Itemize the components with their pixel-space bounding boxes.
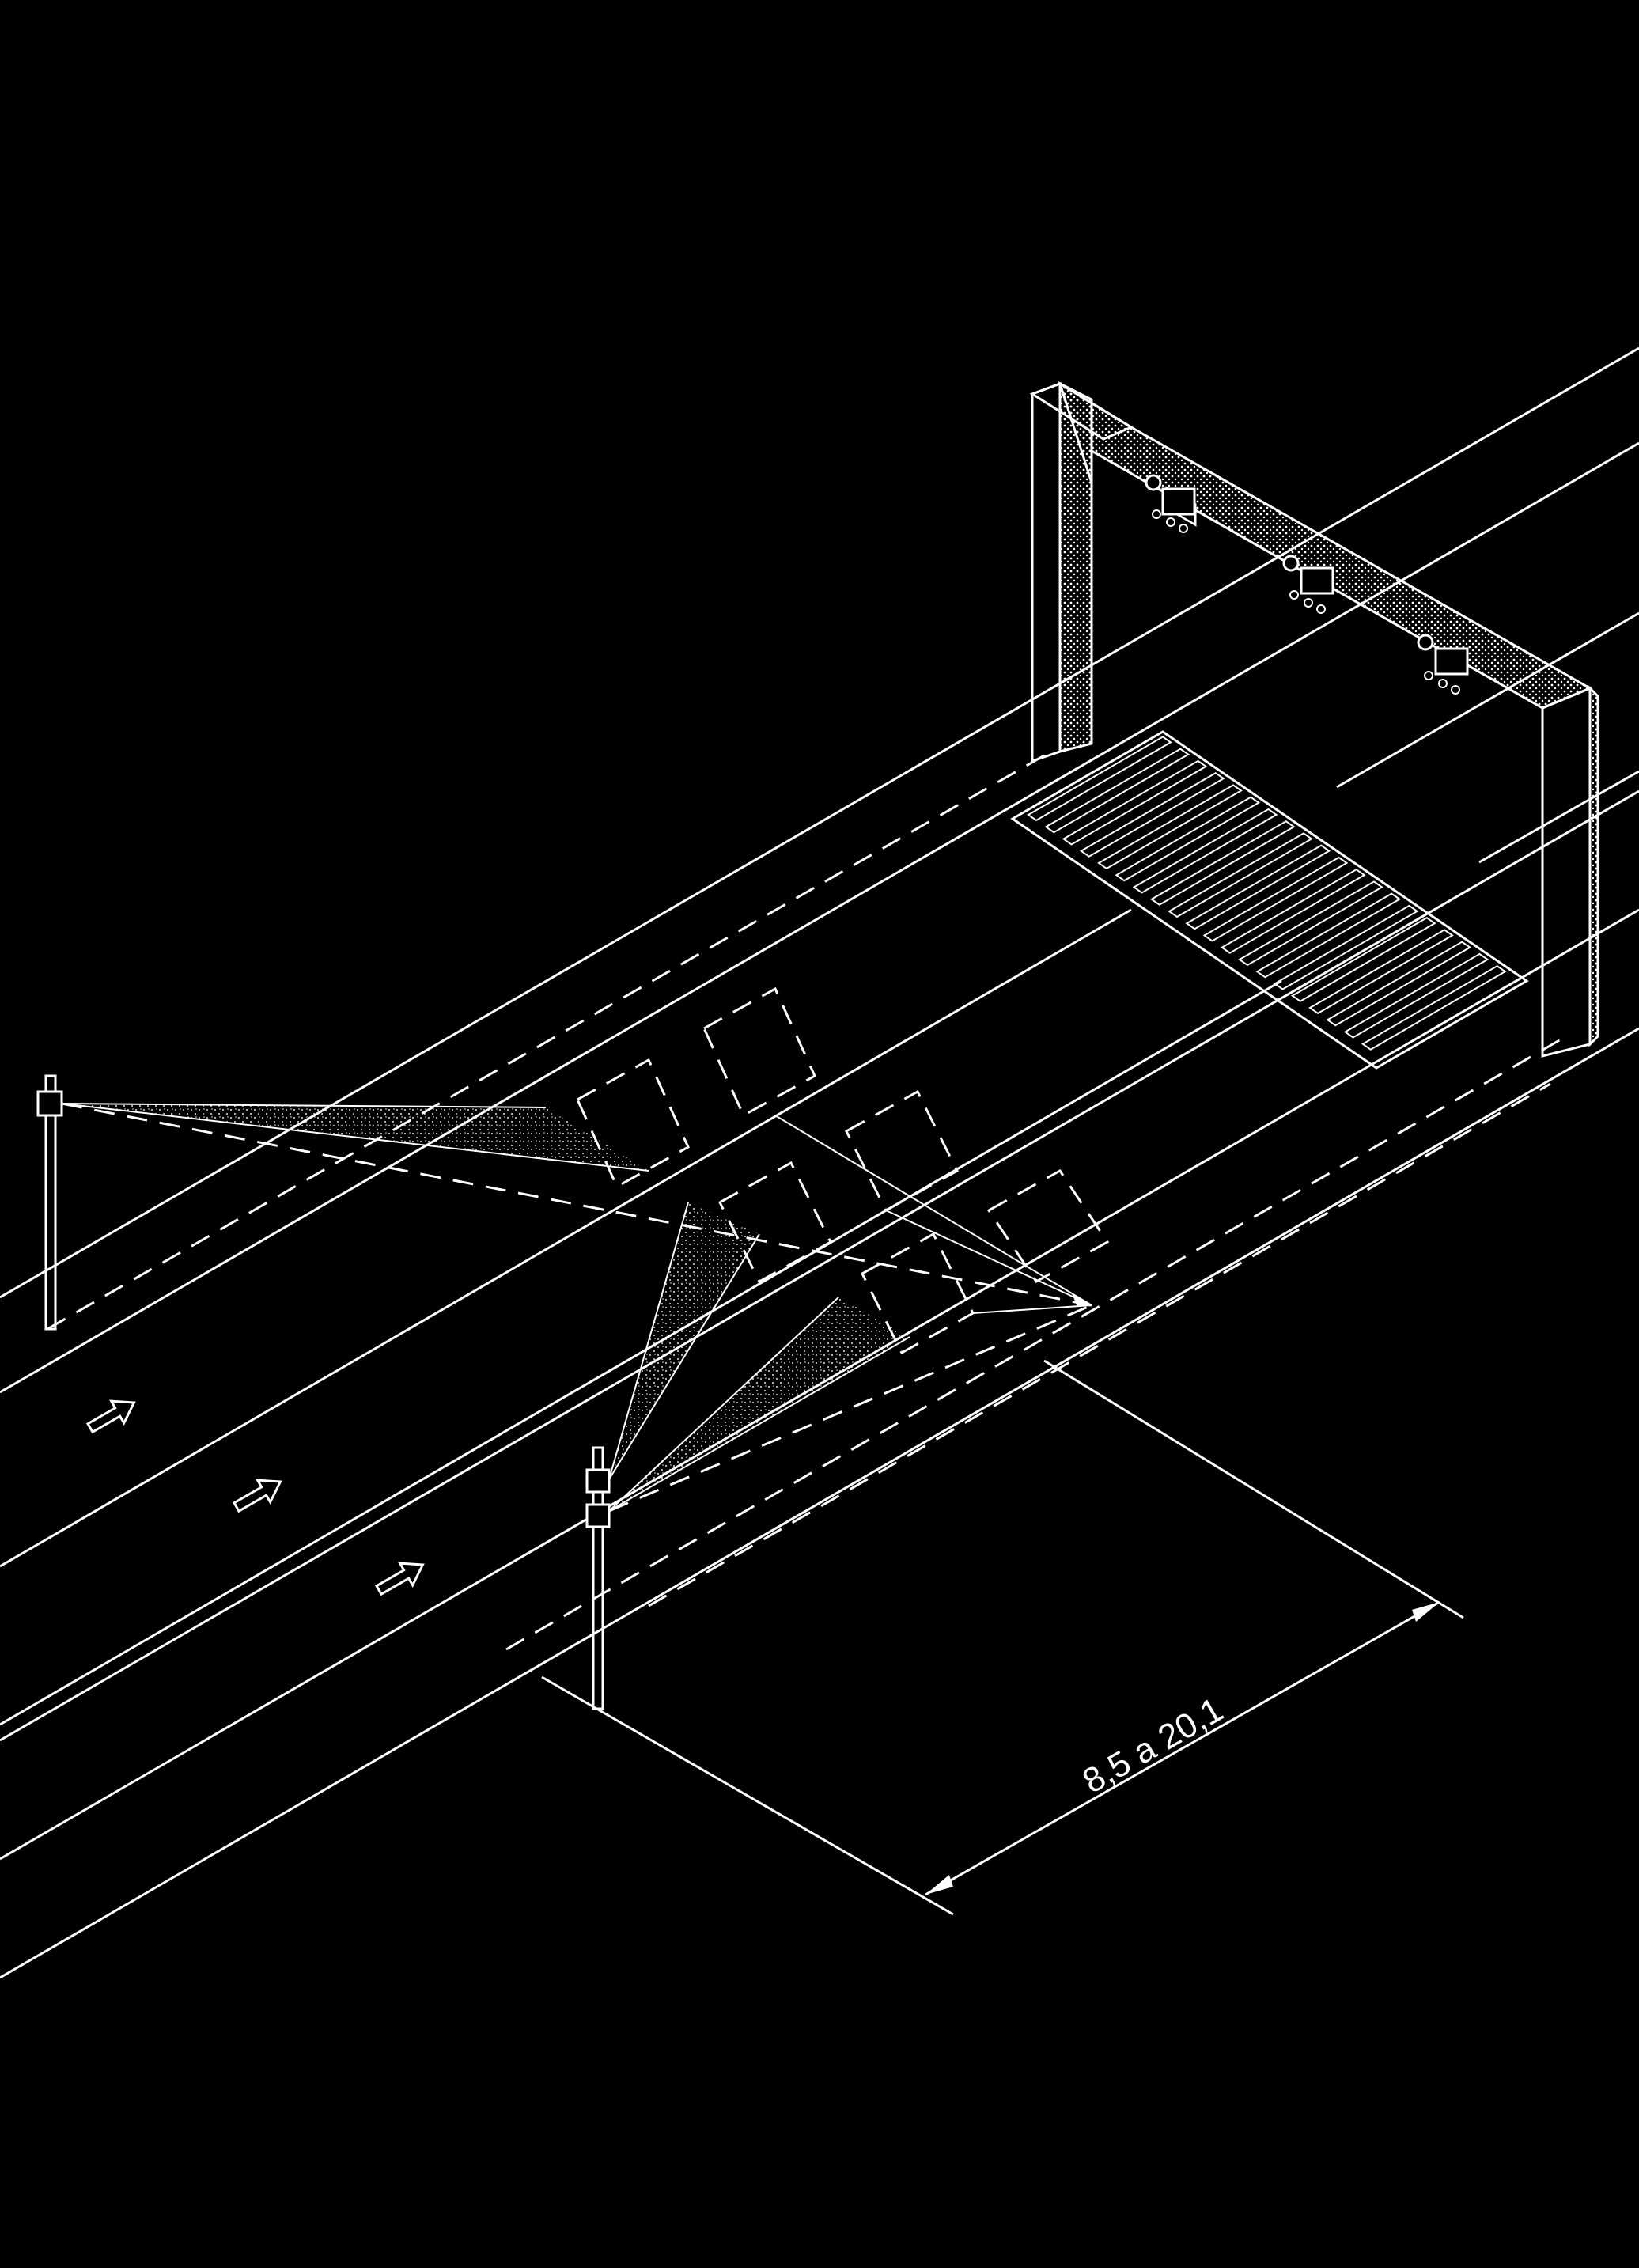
lane-divider-line (0, 908, 1132, 1568)
arrow-icon (232, 1479, 282, 1513)
weigh-grid (1010, 730, 1529, 1070)
loop-rect (986, 1169, 1110, 1283)
lane-divider-segment (1478, 770, 1639, 864)
weigh-grid-bar (1115, 796, 1261, 882)
dimension: 8,5 a 20,1 (541, 1359, 1464, 1916)
lane-divider-line (0, 979, 1282, 1726)
weigh-grid-bar (1290, 916, 1436, 1002)
gantry-top-left (1029, 382, 1134, 441)
gantry (1029, 381, 1599, 1058)
gantry-left-post-side (1058, 381, 1093, 753)
gantry-right-post-front (1541, 686, 1592, 1058)
road-loops (576, 986, 1110, 1355)
dimension-label: 8,5 a 20,1 (1077, 1690, 1230, 1800)
weigh-grid-bar (1326, 941, 1472, 1027)
lane-dividers (0, 611, 1639, 1726)
weigh-grid-bar (1238, 880, 1383, 967)
road-edge-line (0, 346, 1639, 1299)
equipment-unit-3 (1417, 634, 1469, 695)
sensor-box (585, 1503, 611, 1528)
weigh-grid-bar (1308, 929, 1454, 1015)
sensor-box (585, 1468, 611, 1494)
weigh-grid-bar (1361, 964, 1507, 1051)
dimension-arrowhead (1412, 1602, 1440, 1622)
loop-rect (845, 1089, 959, 1213)
sensor-beam (609, 1202, 759, 1479)
road-edge-line (0, 789, 1639, 1742)
weigh-grid-bar (1168, 832, 1313, 918)
weigh-grid-bar (1044, 748, 1190, 834)
weigh-grid-bar (1255, 892, 1402, 979)
sensor-beam (609, 1297, 910, 1511)
weigh-grid-bar (1273, 904, 1419, 990)
equipment-unit-2 (1282, 555, 1334, 614)
dashed-shoulder-lines (47, 754, 1567, 1651)
loop-rect (576, 1058, 690, 1189)
direction-arrows (85, 1399, 425, 1596)
gantry-beam (1058, 381, 1593, 710)
equipment-unit-1 (1145, 474, 1196, 533)
arrow-icon (374, 1562, 425, 1596)
weigh-grid-bar (1343, 952, 1489, 1039)
lane-divider-segment (1336, 611, 1639, 789)
weigh-grid-bar (1185, 844, 1331, 930)
road-edge-line (0, 1027, 1639, 1979)
dimension-arrowhead (925, 1875, 953, 1895)
dashed-line (505, 1035, 1567, 1651)
extension-line (541, 1675, 954, 1916)
sensor-pole-left (36, 1074, 1092, 1331)
pole (44, 1074, 57, 1331)
gantry-left-post-front (1031, 381, 1062, 763)
arrow-icon (85, 1399, 136, 1434)
weigh-grid-bar (1132, 808, 1278, 894)
weigh-grid-bar (1027, 736, 1172, 822)
sensor-pole-right (585, 1202, 1092, 1710)
weigh-grid-bar (1097, 784, 1243, 870)
weigh-grid-bar (1079, 771, 1225, 858)
dimension-line (925, 1600, 1440, 1896)
weigh-grid-outline (1010, 730, 1529, 1070)
weigh-grid-bar (1062, 759, 1208, 846)
weigh-grid-bars (1027, 736, 1507, 1051)
convergence-lines (774, 1115, 1092, 1314)
sensor-box (36, 1090, 63, 1117)
weigh-grid-bar (1202, 856, 1349, 942)
extension-line (1043, 1359, 1464, 1619)
weigh-grid-bar (1149, 820, 1296, 906)
convergence-arrowhead (1072, 1293, 1092, 1307)
gantry-right-post-side (1588, 685, 1599, 1047)
weigh-grid-bar (1220, 868, 1366, 954)
loop-rect (702, 986, 816, 1118)
dashed-line (47, 754, 1045, 1331)
dashed-line (648, 1082, 1551, 1607)
